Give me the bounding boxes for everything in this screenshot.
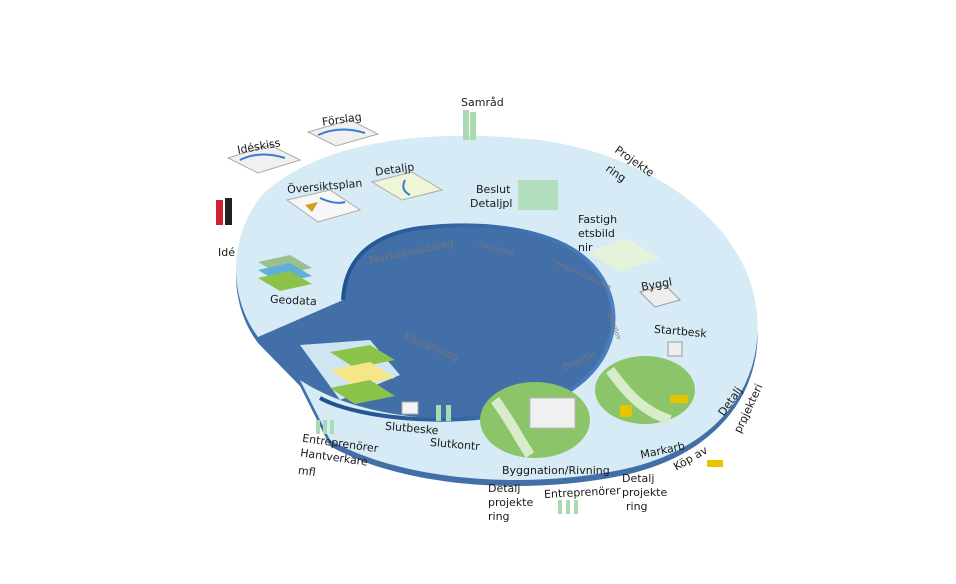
label-detalj-br-2: projekte <box>622 486 668 499</box>
ideskiss-map-icon <box>226 144 302 174</box>
excavator-icon <box>620 395 688 417</box>
geodata-layers-icon <box>258 255 312 291</box>
label-detaljpl: Detaljpl <box>470 197 513 210</box>
markarb-area <box>595 356 695 424</box>
people-samrad-icon <box>463 110 476 140</box>
startbesk-document-icon <box>667 341 683 357</box>
bygglov-document-icon <box>639 284 681 308</box>
forvaltning-city-icon <box>330 345 395 404</box>
label-fastigh-1: Fastigh <box>578 213 618 226</box>
label-detalj-b-1: Detalj <box>488 482 521 495</box>
path-lighter <box>490 397 535 458</box>
label-beslut: Beslut <box>476 183 511 196</box>
excavator-icon-2 <box>707 460 723 467</box>
people-entreprenorer-left-icon <box>316 420 334 434</box>
label-detalj-b-3: ring <box>488 510 510 523</box>
building-scaffold-icon <box>529 397 576 429</box>
oversiktsplan-map-icon <box>285 189 362 223</box>
label-byggnation-rivning: Byggnation/Rivning <box>502 464 610 477</box>
label-detalj-br-1: Detalj <box>622 472 655 485</box>
detaljp-map-icon <box>370 171 444 201</box>
people-slutkontr-icon <box>436 405 451 421</box>
label-fastigh-3: nir <box>578 241 593 254</box>
path-lighter-2 <box>606 366 672 425</box>
label-detalj-br-3: ring <box>626 500 648 513</box>
slutbeske-document-icon <box>401 401 419 415</box>
label-detalj-b-2: projekte <box>488 496 534 509</box>
forslag-map-icon <box>306 119 380 147</box>
label-fastigh-2: etsbild <box>578 227 615 240</box>
fastighetsbildning-plot-icon <box>588 238 660 272</box>
people-entreprenorer-bottom-icon <box>558 500 578 514</box>
label-entreprenorer-left-3: mfl <box>297 463 317 480</box>
label-geodata: Geodata <box>269 292 318 309</box>
people-ide-icon <box>216 198 232 225</box>
label-samrad: Samråd <box>461 96 504 109</box>
label-ide: Idé <box>218 246 235 259</box>
people-beslut-icon <box>518 180 558 210</box>
